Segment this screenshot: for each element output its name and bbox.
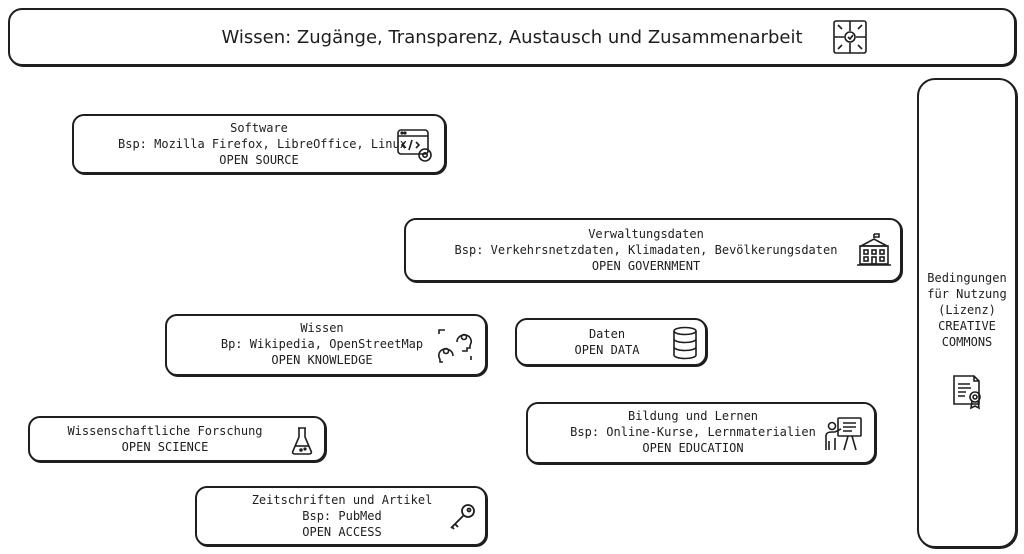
wissen-box: Wissen Bp: Wikipedia, OpenStreetMap OPEN…: [165, 314, 487, 376]
zeitschriften-label: OPEN ACCESS: [302, 525, 382, 539]
lizenz-text: Bedingungen für Nutzung (Lizenz) CREATIV…: [919, 270, 1015, 350]
wissen-example: Bp: Wikipedia, OpenStreetMap: [220, 337, 424, 351]
daten-text: Daten OPEN DATA: [557, 326, 657, 358]
wissen-label: OPEN KNOWLEDGE: [271, 353, 373, 367]
software-example: Bsp: Mozilla Firefox, LibreOffice, Linux: [118, 137, 407, 151]
code-settings-icon: [396, 128, 434, 164]
teacher-board-icon: [824, 416, 864, 452]
forschung-label: OPEN SCIENCE: [121, 440, 209, 454]
database-icon: [671, 326, 699, 360]
daten-title: Daten: [588, 327, 626, 341]
flask-icon: [290, 426, 314, 456]
puzzle-collaboration-icon: [832, 19, 868, 55]
bildung-text: Bildung und Lernen Bsp: Online-Kurse, Le…: [568, 408, 818, 456]
verwaltung-text: Verwaltungsdaten Bsp: Verkehrsnetzdaten,…: [446, 226, 846, 274]
lizenz-line3: (Lizenz): [938, 303, 996, 317]
key-icon: [447, 502, 477, 532]
header-title: Wissen: Zugänge, Transparenz, Austausch …: [221, 27, 803, 48]
bildung-example: Bsp: Online-Kurse, Lernmaterialien: [570, 425, 816, 439]
zeitschriften-example: Bsp: PubMed: [302, 509, 382, 523]
lizenz-line1: Bedingungen: [927, 271, 1007, 285]
certificate-icon: [951, 374, 985, 410]
wissen-text: Wissen Bp: Wikipedia, OpenStreetMap OPEN…: [207, 320, 437, 368]
government-building-icon: [856, 232, 892, 268]
verwaltung-title: Verwaltungsdaten: [588, 227, 704, 241]
zeitschriften-title: Zeitschriften und Artikel: [251, 493, 433, 507]
verwaltung-label: OPEN GOVERNMENT: [591, 259, 701, 273]
software-label: OPEN SOURCE: [219, 153, 299, 167]
forschung-text: Wissenschaftliche Forschung OPEN SCIENCE: [40, 423, 290, 455]
daten-box: Daten OPEN DATA: [515, 318, 707, 366]
lizenz-line5: COMMONS: [941, 335, 993, 349]
zeitschriften-box: Zeitschriften und Artikel Bsp: PubMed OP…: [195, 486, 487, 546]
verwaltung-example: Bsp: Verkehrsnetzdaten, Klimadaten, Bevö…: [454, 243, 838, 257]
software-title: Software: [230, 121, 288, 135]
bildung-label: OPEN EDUCATION: [642, 441, 744, 455]
forschung-title: Wissenschaftliche Forschung: [67, 424, 263, 438]
wissen-title: Wissen: [300, 321, 344, 335]
daten-label: OPEN DATA: [574, 343, 640, 357]
software-text: Software Bsp: Mozilla Firefox, LibreOffi…: [118, 120, 407, 168]
bildung-title: Bildung und Lernen: [627, 409, 759, 423]
lizenz-box: Bedingungen für Nutzung (Lizenz) CREATIV…: [917, 78, 1017, 548]
knowledge-heads-icon: [435, 326, 475, 364]
software-box: Software Bsp: Mozilla Firefox, LibreOffi…: [72, 114, 446, 174]
forschung-box: Wissenschaftliche Forschung OPEN SCIENCE: [28, 416, 326, 462]
lizenz-line2: für Nutzung: [927, 287, 1007, 301]
verwaltung-box: Verwaltungsdaten Bsp: Verkehrsnetzdaten,…: [404, 218, 902, 282]
header-box: Wissen: Zugänge, Transparenz, Austausch …: [8, 8, 1016, 66]
zeitschriften-text: Zeitschriften und Artikel Bsp: PubMed OP…: [237, 492, 447, 540]
lizenz-line4: CREATIVE: [938, 319, 996, 333]
bildung-box: Bildung und Lernen Bsp: Online-Kurse, Le…: [526, 402, 876, 464]
